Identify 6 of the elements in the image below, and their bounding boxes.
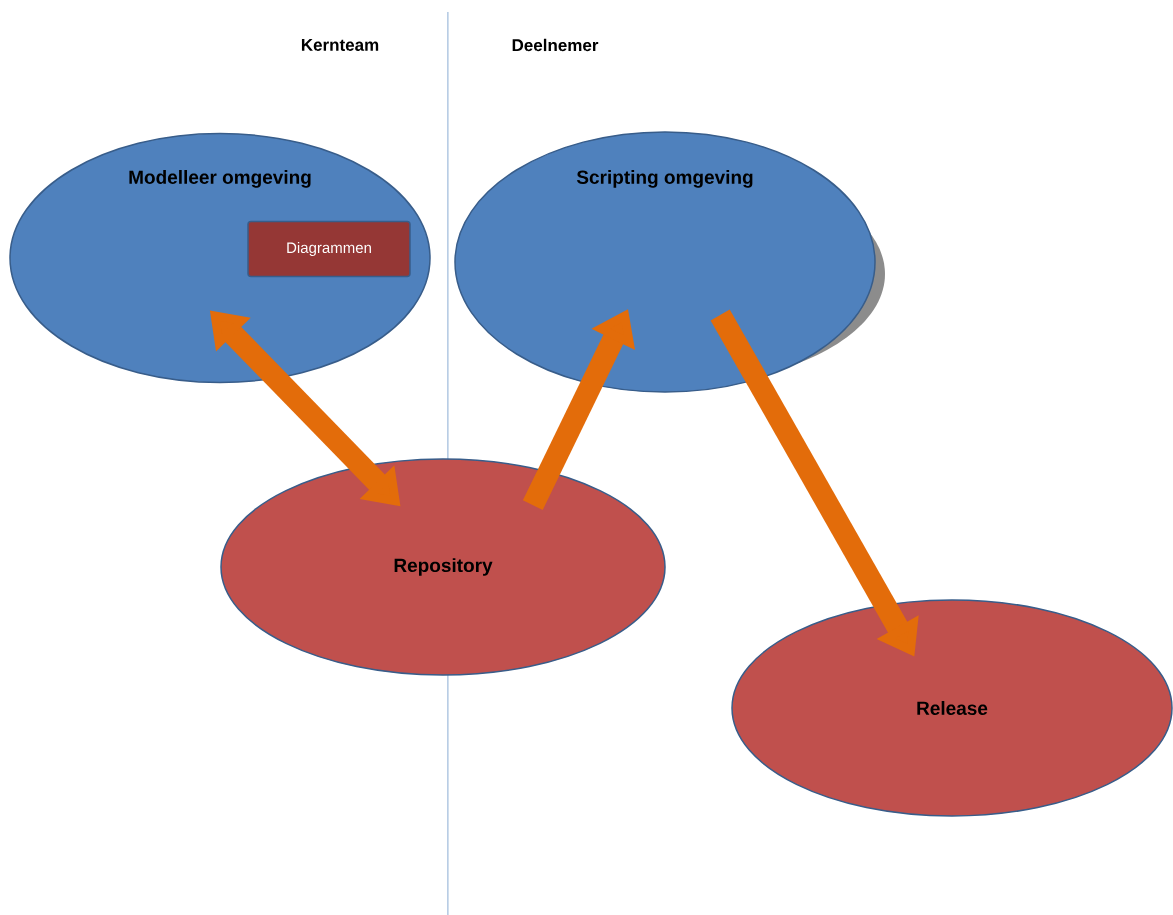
process-box: Diagrammen xyxy=(247,220,411,278)
column-heading: Deelnemer xyxy=(512,38,599,52)
column-heading: Kernteam xyxy=(301,39,379,51)
ellipse-node: Scripting omgeving xyxy=(454,131,885,393)
ellipse-node: Release xyxy=(731,599,1173,817)
ellipse-node: Repository xyxy=(220,458,666,676)
